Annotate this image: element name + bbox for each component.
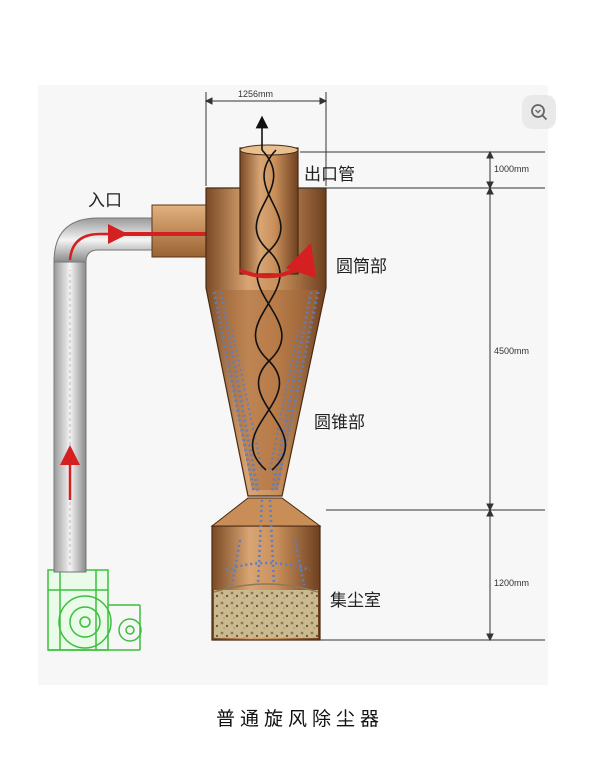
- label-cone-section: 圆锥部: [314, 413, 365, 433]
- dim-body-height: 4500mm: [494, 346, 530, 356]
- dust-pile: [214, 590, 318, 638]
- diagram-caption: 普通旋风除尘器: [215, 708, 384, 730]
- dim-chamber-height: 1200mm: [494, 578, 530, 588]
- inlet-swirl: [239, 242, 317, 279]
- label-outlet-pipe: 出口管: [304, 165, 355, 185]
- label-cylinder-section: 圆筒部: [336, 257, 387, 277]
- label-inlet: 入口: [88, 191, 122, 211]
- outlet-pipe: [239, 147, 299, 275]
- label-dust-chamber: 集尘室: [330, 591, 381, 611]
- inlet-duct: [53, 217, 157, 573]
- dust-streaks: [212, 291, 320, 493]
- blower-fan: [47, 569, 142, 651]
- inlet-flow-arrow-bend: [68, 224, 128, 261]
- dust-chamber: [210, 497, 322, 641]
- dimension-lines: [204, 92, 545, 642]
- dim-outlet-height: 1000mm: [494, 164, 530, 174]
- spiral-airflow: [251, 115, 287, 471]
- search-button[interactable]: [522, 95, 556, 129]
- search-icon: [531, 104, 548, 121]
- inlet-box: [151, 204, 209, 258]
- dim-top-width: 1256mm: [238, 89, 274, 99]
